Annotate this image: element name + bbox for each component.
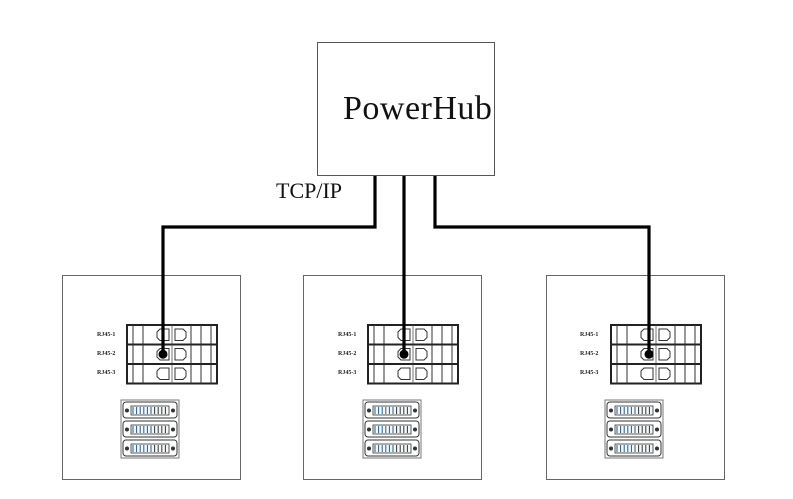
rj45-port-block[interactable] <box>367 324 459 385</box>
terminal-panel <box>120 399 180 459</box>
screw-icon <box>413 446 417 451</box>
port-label-d3-3: RJ45-3 <box>580 370 599 376</box>
port-label-d1-1: RJ45-1 <box>97 332 116 338</box>
port-label-d2-3: RJ45-3 <box>338 370 357 376</box>
screw-icon <box>609 408 613 413</box>
rj45-jack-icon <box>658 367 671 380</box>
terminal-pin-bar <box>130 443 170 454</box>
rj45-port[interactable] <box>367 343 459 365</box>
rj45-port[interactable] <box>367 363 459 385</box>
powerhub-box[interactable] <box>317 42 495 176</box>
terminal-strip <box>364 401 420 419</box>
tcp-ip-label: TCP/IP <box>276 178 343 203</box>
port-label-d3-1: RJ45-1 <box>580 332 599 338</box>
screw-icon <box>367 427 371 432</box>
port-label-d1-2: RJ45-2 <box>97 351 116 357</box>
rj45-jack-icon <box>415 348 428 361</box>
port-label-d2-2: RJ45-2 <box>338 351 357 357</box>
screw-icon <box>171 446 175 451</box>
port-label-d2-1: RJ45-1 <box>338 332 357 338</box>
rj45-jack-icon <box>174 348 187 361</box>
rj45-port[interactable] <box>610 363 702 385</box>
terminal-pin-bar <box>372 443 412 454</box>
terminal-strip <box>606 439 662 457</box>
rj45-port-block[interactable] <box>610 324 702 385</box>
rj45-jack-icon <box>415 367 428 380</box>
rj45-port[interactable] <box>126 343 218 365</box>
screw-icon <box>367 446 371 451</box>
terminal-pin-bar <box>372 405 412 416</box>
rj45-jack-icon <box>658 348 671 361</box>
screw-icon <box>655 446 659 451</box>
screw-icon <box>125 427 129 432</box>
terminal-strip <box>606 401 662 419</box>
terminal-pin-bar <box>372 424 412 435</box>
rj45-jack-icon <box>397 367 411 380</box>
terminal-strip <box>122 439 178 457</box>
rj45-jack-icon <box>156 367 170 380</box>
terminal-strip <box>364 420 420 438</box>
screw-icon <box>171 408 175 413</box>
screw-icon <box>367 408 371 413</box>
terminal-strip <box>606 420 662 438</box>
screw-icon <box>655 427 659 432</box>
terminal-strip <box>122 401 178 419</box>
terminal-pin-bar <box>614 424 654 435</box>
rj45-port[interactable] <box>126 324 218 346</box>
rj45-port-block[interactable] <box>126 324 218 385</box>
screw-icon <box>125 408 129 413</box>
rj45-port[interactable] <box>610 343 702 365</box>
rj45-port[interactable] <box>367 324 459 346</box>
screw-icon <box>655 408 659 413</box>
rj45-jack-icon <box>658 328 671 341</box>
tcp-ip-cable[interactable] <box>433 176 651 355</box>
port-label-d1-3: RJ45-3 <box>97 370 116 376</box>
terminal-panel <box>362 399 422 459</box>
rj45-port[interactable] <box>126 363 218 385</box>
rj45-port[interactable] <box>610 324 702 346</box>
tcp-ip-cable[interactable] <box>161 176 377 355</box>
screw-icon <box>609 427 613 432</box>
terminal-pin-bar <box>130 424 170 435</box>
rj45-jack-icon <box>415 328 428 341</box>
port-label-d3-2: RJ45-2 <box>580 351 599 357</box>
terminal-strip <box>122 420 178 438</box>
terminal-pin-bar <box>130 405 170 416</box>
screw-icon <box>171 427 175 432</box>
rj45-jack-icon <box>640 328 654 341</box>
terminal-pin-bar <box>614 443 654 454</box>
screw-icon <box>609 446 613 451</box>
screw-icon <box>413 408 417 413</box>
terminal-pin-bar <box>614 405 654 416</box>
rj45-jack-icon <box>640 367 654 380</box>
powerhub-title: PowerHub <box>343 90 493 127</box>
terminal-panel <box>604 399 664 459</box>
screw-icon <box>125 446 129 451</box>
screw-icon <box>413 427 417 432</box>
rj45-jack-icon <box>174 328 187 341</box>
rj45-jack-icon <box>174 367 187 380</box>
terminal-strip <box>364 439 420 457</box>
